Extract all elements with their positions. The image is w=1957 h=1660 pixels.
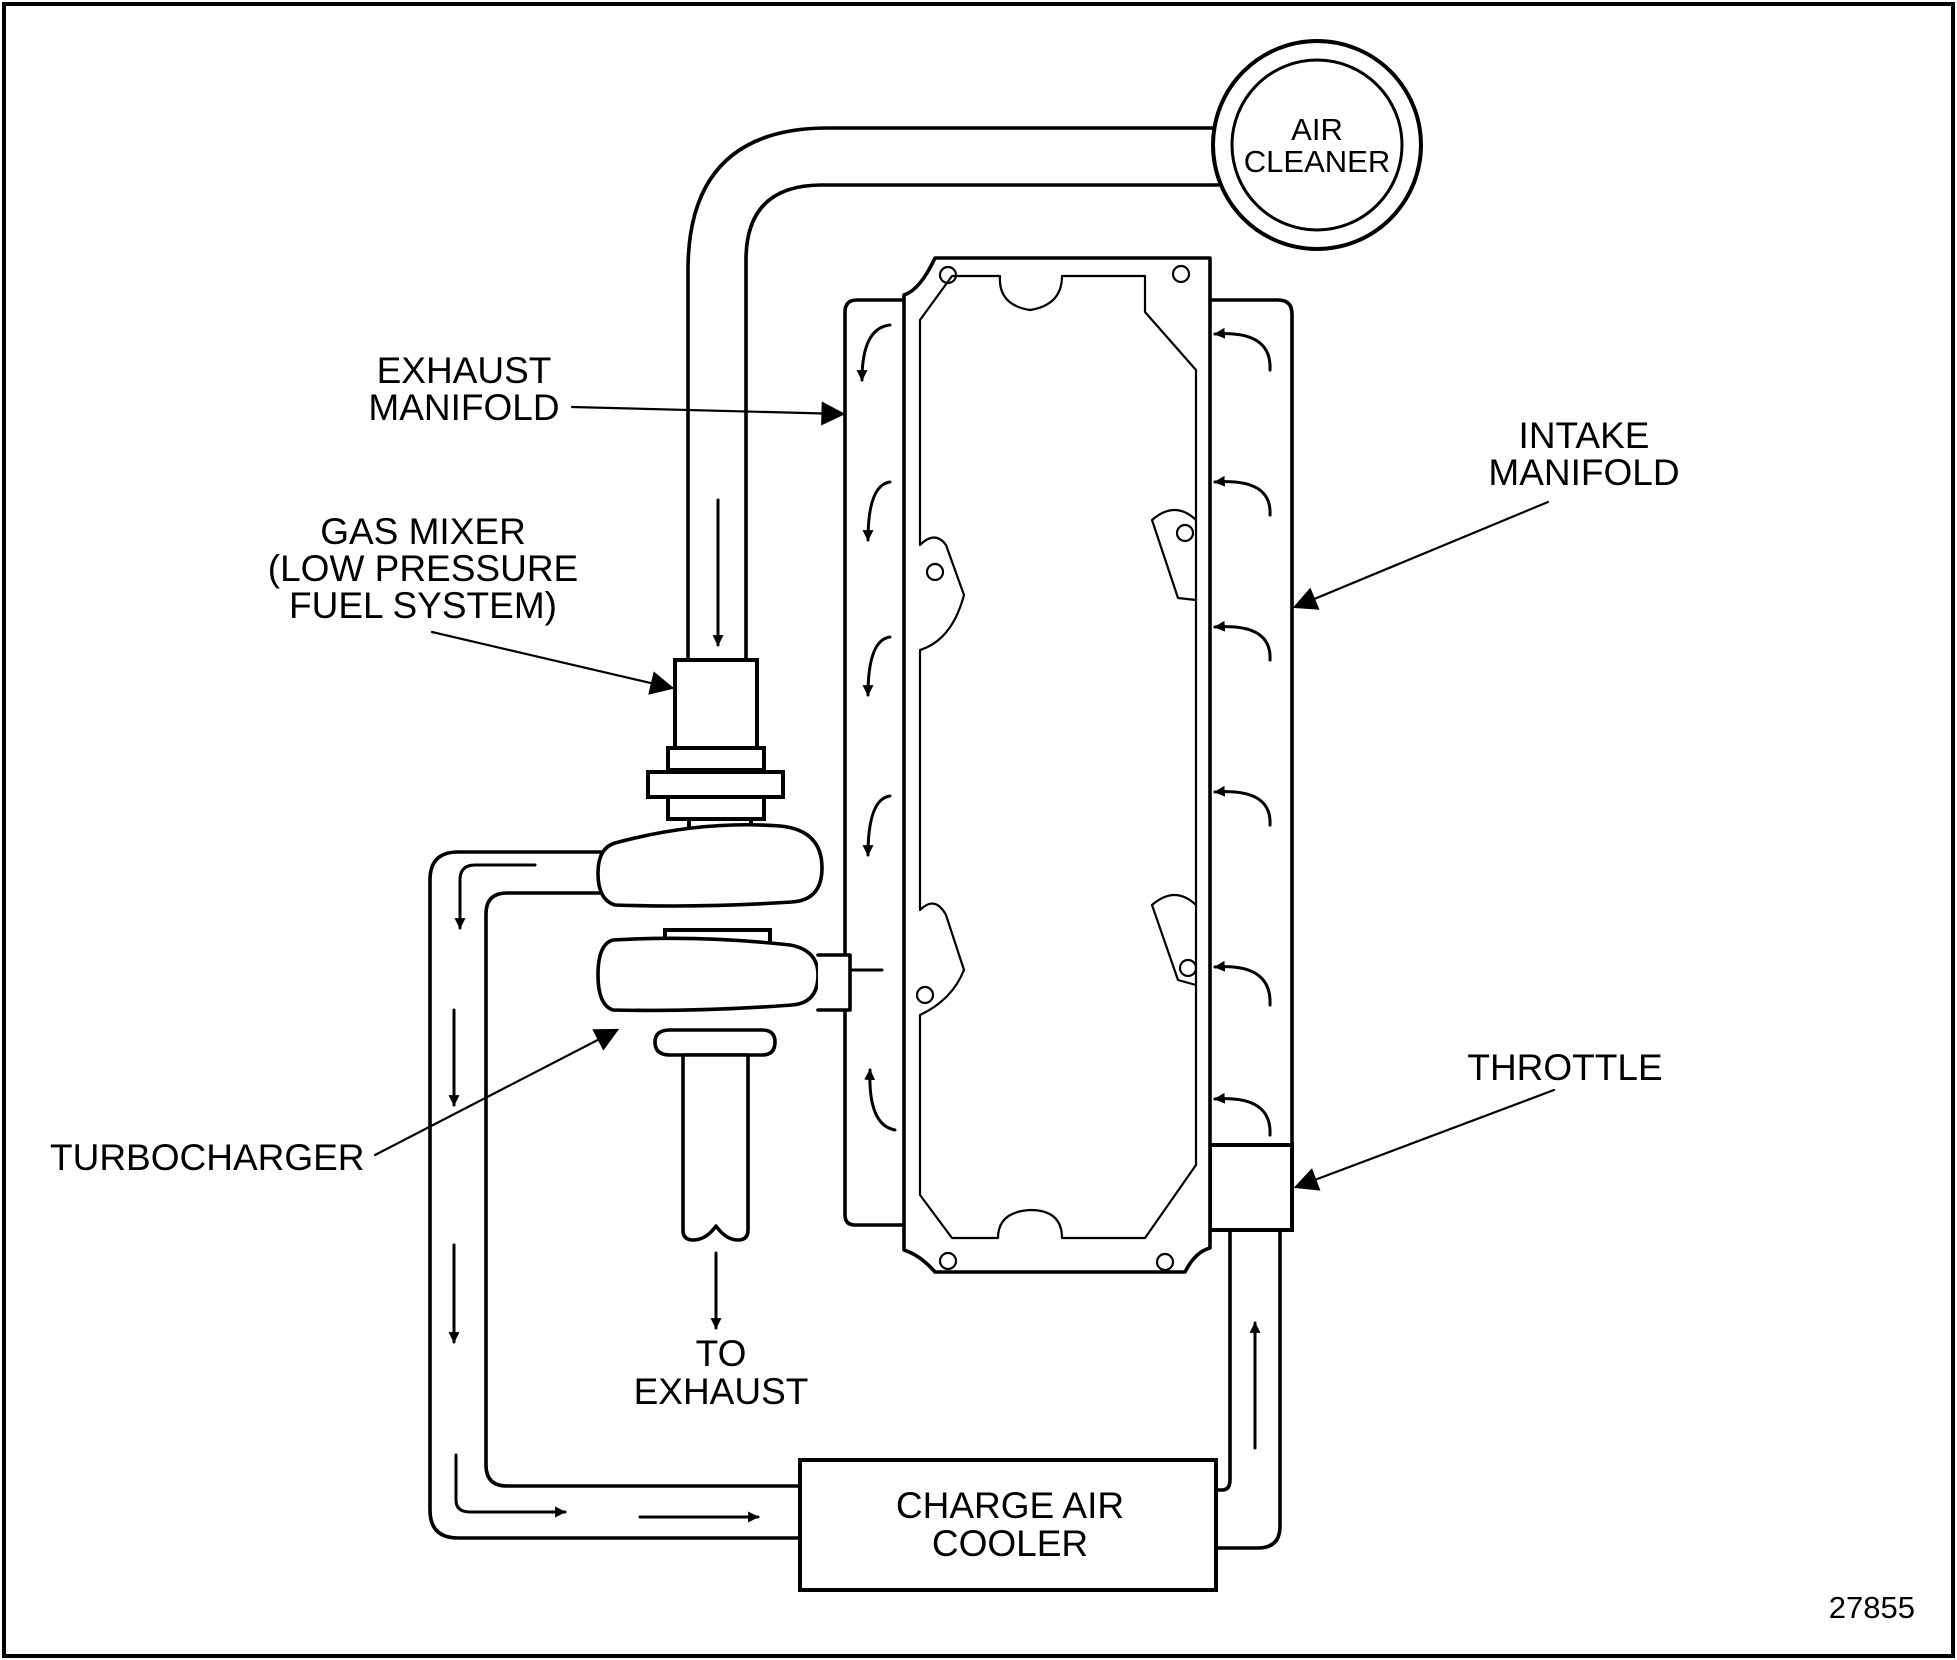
throttle-body	[1208, 1143, 1294, 1232]
intake-manifold	[1208, 298, 1294, 1147]
flow-arrows	[448, 498, 1261, 1523]
exhaust-manifold-label-line2: MANIFOLD	[368, 387, 559, 428]
to-exhaust-label-line1: TO	[696, 1333, 747, 1374]
turbocharger-label: TURBOCHARGER	[50, 1137, 365, 1178]
exhaust-flow-arrows	[856, 323, 897, 1132]
air-cleaner-label-line2: CLEANER	[1244, 144, 1390, 179]
compressor-outlet-pipe	[428, 850, 802, 1540]
gas-mixer-label-line3: FUEL SYSTEM)	[289, 585, 557, 626]
intake-manifold-label-line2: MANIFOLD	[1488, 452, 1679, 493]
charge-air-cooler: CHARGE AIR COOLER	[798, 1458, 1218, 1592]
intake-manifold-label-line1: INTAKE	[1519, 415, 1650, 456]
air-cleaner: AIR CLEANER	[1211, 39, 1423, 251]
gas-mixer	[646, 658, 785, 851]
figure-number: 27855	[1829, 1590, 1915, 1625]
to-exhaust-label-line2: EXHAUST	[634, 1371, 809, 1412]
exhaust-manifold-label-line1: EXHAUST	[377, 350, 552, 391]
exhaust-manifold	[843, 298, 907, 1227]
air-cleaner-label-line1: AIR	[1291, 112, 1343, 147]
cooler-to-throttle-pipe	[1214, 1228, 1282, 1550]
charge-air-cooler-label-line1: CHARGE AIR	[896, 1485, 1124, 1526]
cylinder-head	[902, 256, 1212, 1274]
turbocharger	[596, 822, 852, 1242]
gas-mixer-label-line2: (LOW PRESSURE	[268, 548, 578, 589]
throttle-label: THROTTLE	[1467, 1047, 1662, 1088]
intake-flow-arrows	[1213, 327, 1272, 1137]
callout-leaders	[373, 401, 1556, 1191]
air-inlet-pipe	[686, 126, 1220, 662]
gas-mixer-label-line1: GAS MIXER	[320, 511, 526, 552]
charge-air-cooler-label-line2: COOLER	[932, 1523, 1088, 1564]
